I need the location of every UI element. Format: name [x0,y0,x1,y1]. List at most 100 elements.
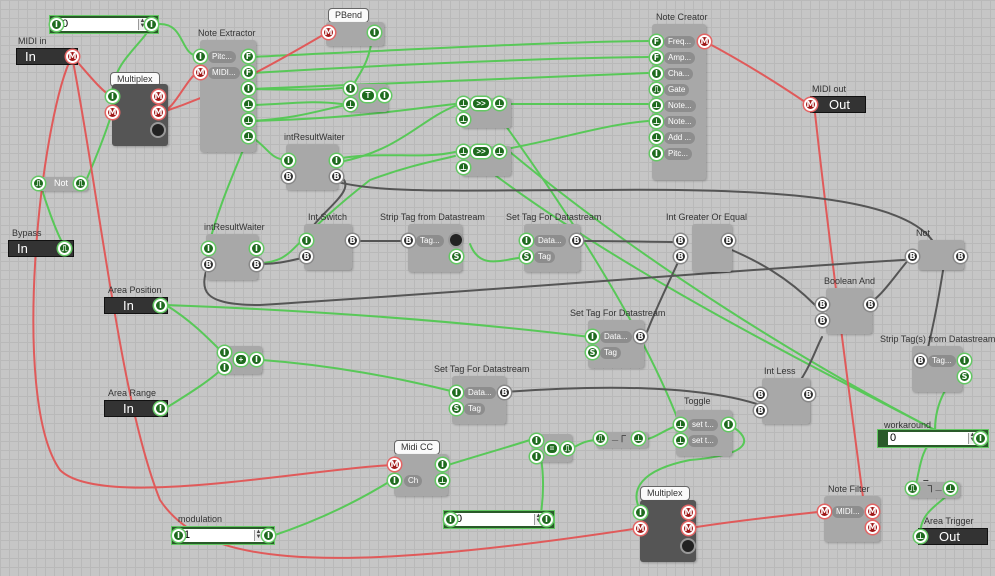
note-creator-port-noff[interactable]: ⊥ [650,115,663,128]
int-ge-port-out[interactable]: B [722,234,735,247]
strip-tags-port-in[interactable]: B [914,354,927,367]
note-creator-port-add[interactable]: ⊥ [650,131,663,144]
plus-button[interactable]: + [234,353,248,366]
bool-and-body[interactable] [826,288,872,334]
t-op-port-in1[interactable]: I [344,82,357,95]
const-mid-port-out[interactable]: I [540,513,553,526]
spinner-icon[interactable]: ▲▼ [138,18,146,30]
equals-button[interactable]: = [545,442,559,455]
note-creator-port-pitch[interactable]: I [650,147,663,160]
int-result-waiter2-port-out2[interactable]: B [250,258,263,271]
pbend-port-in[interactable]: M [322,26,335,39]
edge-mid-port-out[interactable]: ⊥ [632,432,645,445]
set-tag2-port-out[interactable]: B [634,330,647,343]
note-creator-port-freq[interactable]: F [650,35,663,48]
int-result-waiter2-body[interactable] [206,234,258,280]
modulation-port-in[interactable]: I [172,529,185,542]
edge-mid-port-in[interactable]: ⎍ [594,432,607,445]
const-top-value[interactable]: 0 [60,18,148,31]
toggle-port-set2[interactable]: ⊥ [674,434,687,447]
shift2-port-in2[interactable]: ⊥ [457,161,470,174]
area-range-port-out[interactable]: I [154,402,167,415]
set-tag1-body[interactable] [524,224,580,272]
const-mid-numbox[interactable]: 0 ▲▼ [444,511,554,528]
workaround-numbox[interactable]: 0 ▲▼ [878,430,988,447]
note-creator-port-out[interactable]: M [698,35,711,48]
strip-tag-knob[interactable] [448,232,464,248]
int-less-port-in1[interactable]: B [754,388,767,401]
toggle-body[interactable] [676,410,732,456]
toggle-port-set1[interactable]: ⊥ [674,418,687,431]
int-result-waiter2-port-in2[interactable]: B [202,258,215,271]
midi-out-port-in[interactable]: M [804,98,817,111]
note-filter-port-in[interactable]: M [818,505,831,518]
int-switch-port-in1[interactable]: I [300,234,313,247]
bool-and-port-out[interactable]: B [864,298,877,311]
const-mid-value[interactable]: 0 [454,513,544,526]
multiplex1-port-out1[interactable]: M [152,90,165,103]
note-creator-port-amp[interactable]: F [650,51,663,64]
midi-cc-port-out2[interactable]: ⊥ [436,474,449,487]
modulation-port-out[interactable]: I [262,529,275,542]
note-extractor-out-amp[interactable]: F [242,66,255,79]
plus-port-out[interactable]: I [250,353,263,366]
bypass-field[interactable]: In [8,240,74,257]
int-result-waiter1-port-out1[interactable]: I [330,154,343,167]
multiplex2-knob[interactable] [680,538,696,554]
shift2-button[interactable]: >> [471,145,491,158]
toggle-port-out[interactable]: I [722,418,735,431]
midi-cc-port-midi[interactable]: M [388,458,401,471]
int-result-waiter2-port-out1[interactable]: I [250,242,263,255]
shift1-port-in2[interactable]: ⊥ [457,113,470,126]
shift2-port-in1[interactable]: ⊥ [457,145,470,158]
int-ge-port-in1[interactable]: B [674,234,687,247]
multiplex1-knob[interactable] [150,122,166,138]
area-range-field[interactable]: In [104,400,168,417]
note-creator-port-ch[interactable]: I [650,67,663,80]
note-extractor-out-non[interactable]: ⊥ [242,114,255,127]
plus-port-in1[interactable]: I [218,346,231,359]
set-tag1-port-out[interactable]: B [570,234,583,247]
spinner-icon[interactable]: ▲▼ [254,529,262,541]
strip-tags-port-out2[interactable]: S [958,370,971,383]
set-tag1-port-data[interactable]: I [520,234,533,247]
multiplex2-port-out2[interactable]: M [682,522,695,535]
multiplex2-port-sel[interactable]: I [634,506,647,519]
bypass-port-out[interactable]: ⎍ [58,242,71,255]
note-filter-port-out1[interactable]: M [866,505,879,518]
area-position-field[interactable]: In [104,297,168,314]
not-small-port-in[interactable]: ⎍ [32,177,45,190]
equals-port-in2[interactable]: I [530,450,543,463]
workaround-value[interactable]: 0 [888,432,978,445]
not-big-port-out[interactable]: B [954,250,967,263]
bool-and-port-in1[interactable]: B [816,298,829,311]
int-less-port-out[interactable]: B [802,388,815,401]
strip-tag-port-in[interactable]: B [402,234,415,247]
note-creator-port-gate[interactable]: ⎍ [650,83,663,96]
int-switch-port-out[interactable]: B [346,234,359,247]
note-extractor-out-noff[interactable]: ⊥ [242,130,255,143]
not-big-port-in[interactable]: B [906,250,919,263]
bool-and-port-in2[interactable]: B [816,314,829,327]
area-trigger-field[interactable]: Out [918,528,988,545]
multiplex2-port-in[interactable]: M [634,522,647,535]
note-filter-port-out2[interactable]: M [866,521,879,534]
int-result-waiter1-port-in1[interactable]: I [282,154,295,167]
set-tag2-port-tag[interactable]: S [586,346,599,359]
note-extractor-port-pitch[interactable]: I [194,50,207,63]
note-extractor-out-ch[interactable]: I [242,82,255,95]
pbend-port-out[interactable]: I [368,26,381,39]
midi-cc-port-out1[interactable]: I [436,458,449,471]
shift1-button[interactable]: >> [471,97,491,110]
equals-port-out[interactable]: ⎍ [561,442,574,455]
equals-port-in1[interactable]: I [530,434,543,447]
int-result-waiter2-port-in1[interactable]: I [202,242,215,255]
int-ge-port-in2[interactable]: B [674,250,687,263]
multiplex1-port-in[interactable]: M [106,106,119,119]
t-op-button[interactable]: T [360,89,376,102]
shift2-port-out[interactable]: ⊥ [493,145,506,158]
area-trigger-port-in[interactable]: ⊥ [914,530,927,543]
modulation-numbox[interactable]: 1 ▲▼ [172,527,274,544]
multiplex1-port-out2[interactable]: M [152,106,165,119]
